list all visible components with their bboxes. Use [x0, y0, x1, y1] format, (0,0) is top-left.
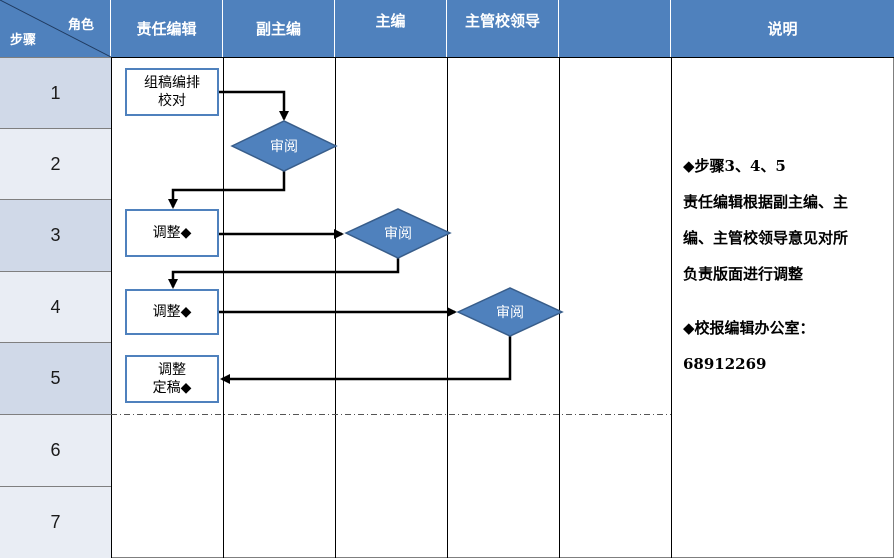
corner-header-cell: 角色 步骤 [0, 0, 111, 57]
step-cell: 4 [0, 271, 111, 342]
note-line: ◆校报编辑办公室： [683, 319, 815, 337]
corner-step-label: 步骤 [10, 33, 37, 48]
step-cell: 1 [0, 57, 111, 128]
process-box-finalize: 调整 定稿◆ [125, 355, 219, 403]
note-line: ◆步骤3、4、5 [683, 157, 786, 175]
process-box-text: 调整 [158, 362, 186, 378]
column-header-deputy-chief: 副主编 [223, 0, 335, 57]
column-header-notes: 说明 [671, 0, 894, 57]
step-cell: 6 [0, 414, 111, 486]
process-box-text: 校对 [158, 93, 186, 109]
notes-panel: ◆步骤3、4、5 责任编辑根据副主编、主 编、主管校领导意见对所 负责版面进行调… [683, 148, 888, 382]
arrow-box1-to-review1 [219, 90, 289, 121]
review-diamond [456, 287, 564, 337]
process-box-compile: 组稿编排 校对 [125, 68, 219, 116]
note-line: 责任编辑根据副主编、主 [683, 193, 849, 211]
corner-diagonal [0, 0, 111, 57]
process-box-text: 调整◆ [152, 225, 192, 241]
review-diamond [344, 208, 452, 259]
arrow-review3-to-box4 [220, 336, 512, 384]
review-diamond [230, 120, 338, 172]
arrow-review2-to-box3 [168, 258, 400, 289]
review-label: 审阅 [384, 226, 412, 242]
step-cell: 7 [0, 486, 111, 558]
process-box-text: 定稿◆ [152, 380, 192, 396]
review-label: 审阅 [270, 139, 298, 155]
corner-role-label: 角色 [67, 18, 94, 33]
process-box-text: 组稿编排 [144, 75, 200, 91]
step-cell: 5 [0, 342, 111, 414]
note-line: 负责版面进行调整 [683, 265, 804, 283]
note-phone: 68912269 [683, 355, 767, 373]
process-box-adjust: 调整◆ [125, 209, 219, 257]
column-header-leader: 主管校领导 [447, 0, 559, 57]
note-line: 编、主管校领导意见对所 [683, 229, 849, 247]
process-box-adjust: 调整◆ [125, 289, 219, 335]
arrow-review1-to-box2 [168, 171, 286, 209]
step-cell: 3 [0, 199, 111, 271]
column-header-editor: 责任编辑 [111, 0, 223, 57]
review-label: 审阅 [496, 305, 524, 321]
process-box-text: 调整◆ [152, 304, 192, 320]
step-cell: 2 [0, 128, 111, 199]
column-header-empty [559, 0, 671, 57]
column-header-chief: 主编 [335, 0, 447, 57]
